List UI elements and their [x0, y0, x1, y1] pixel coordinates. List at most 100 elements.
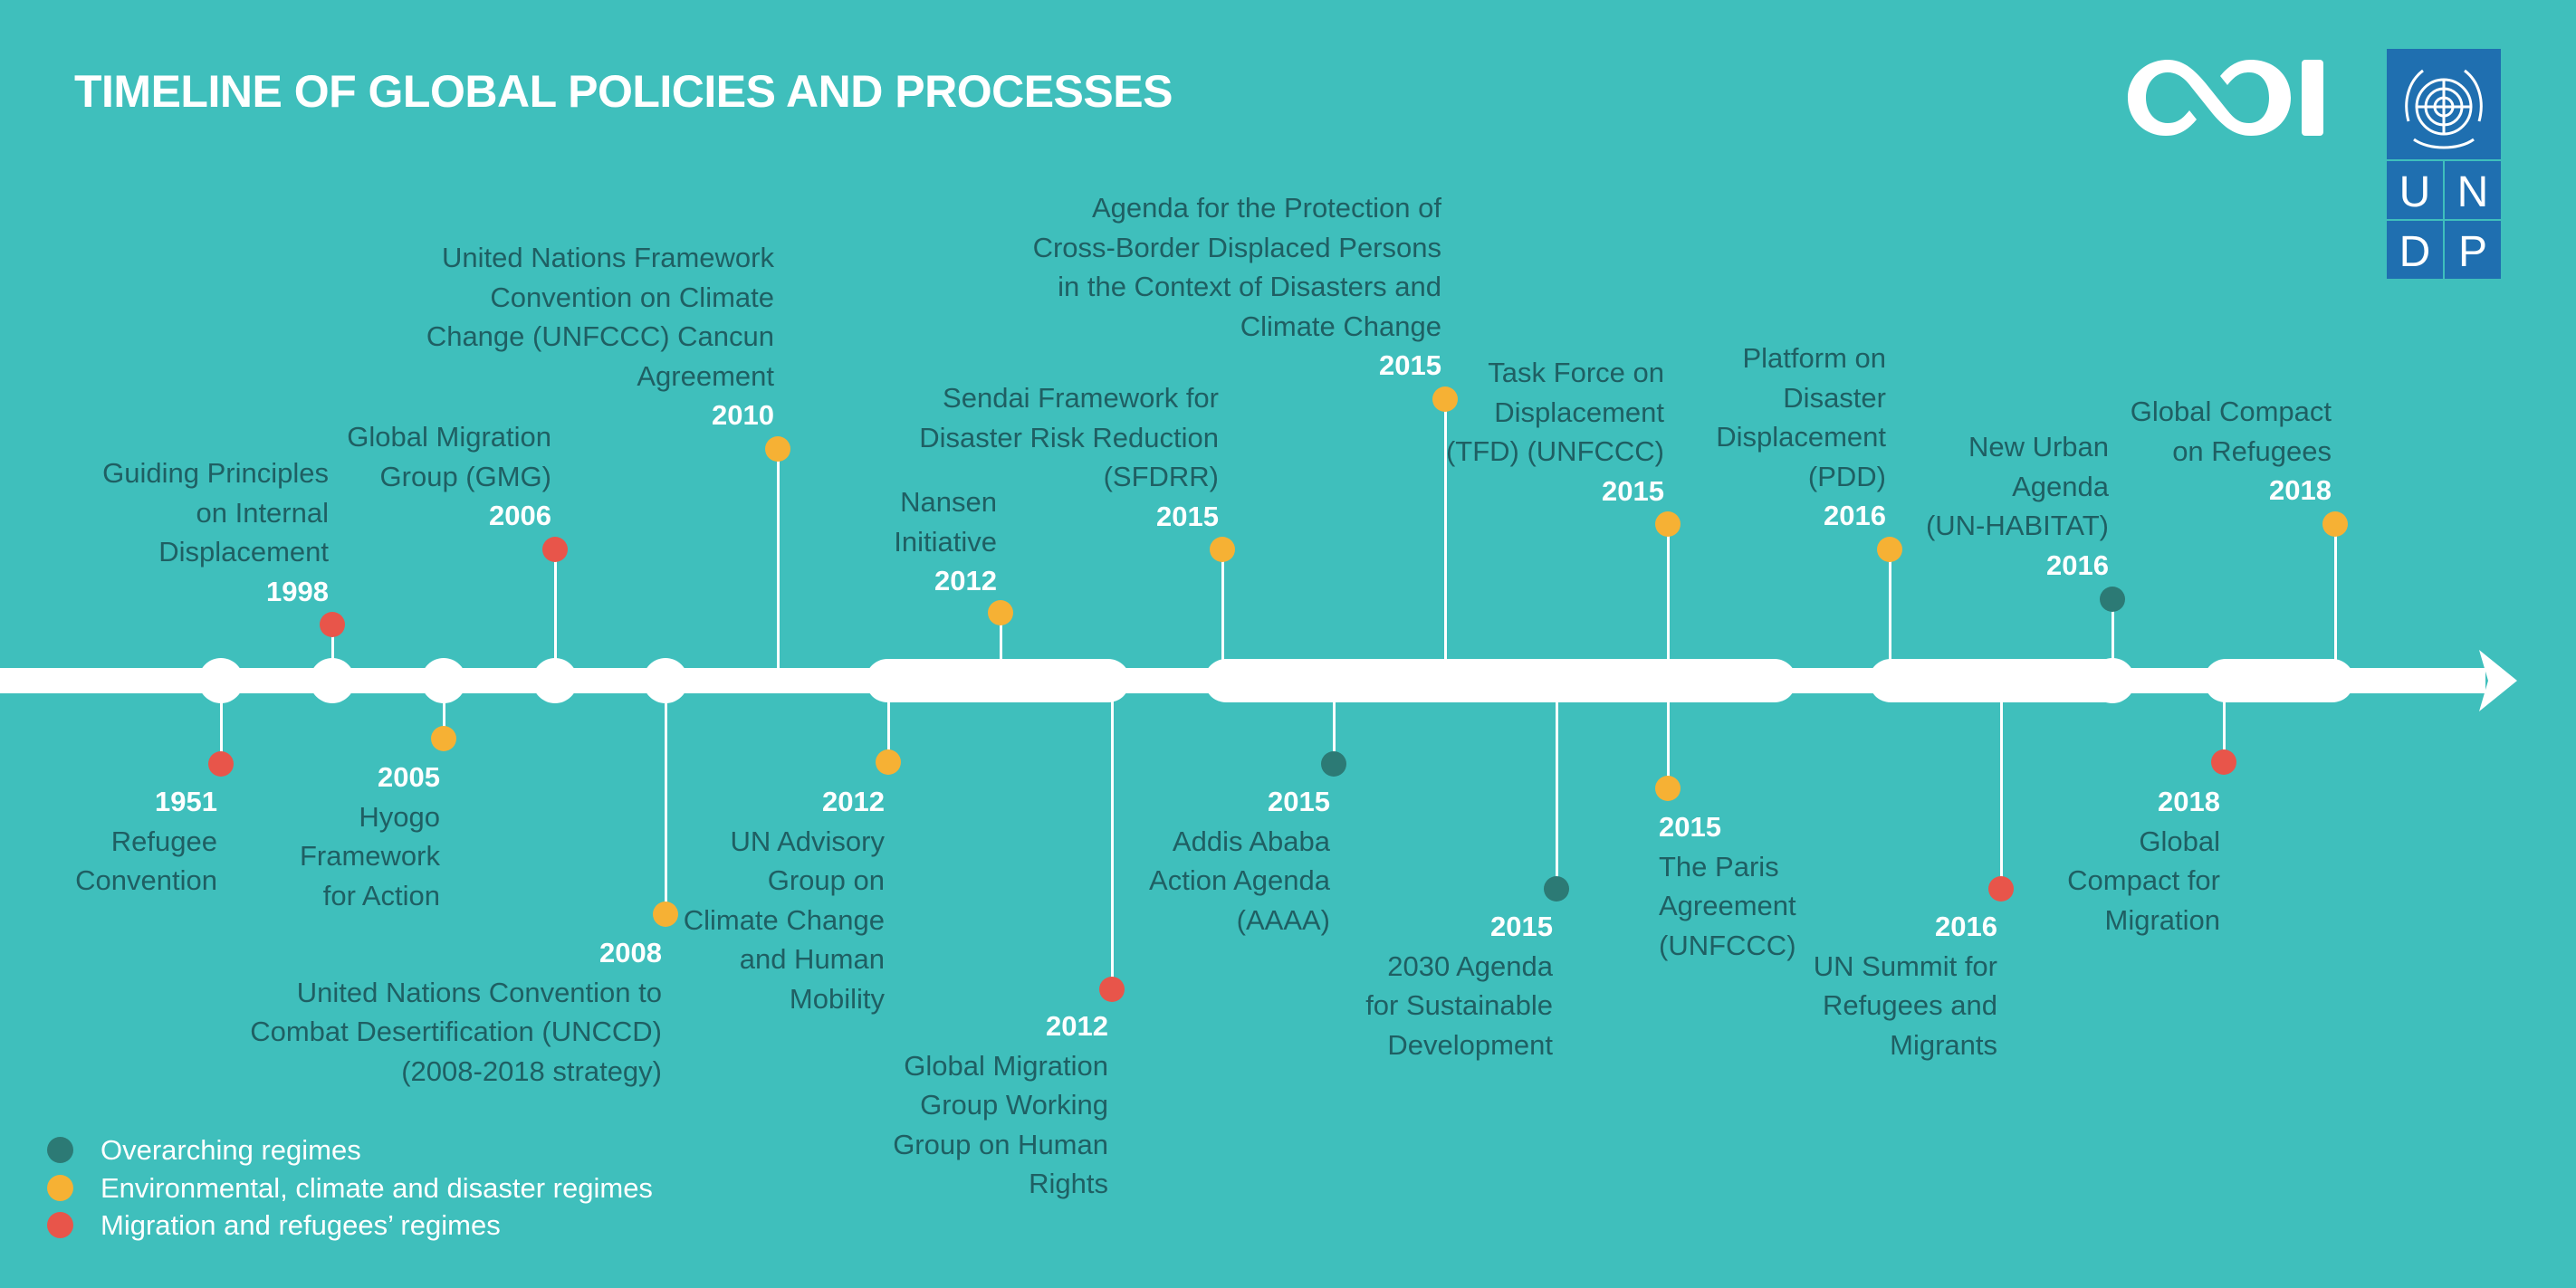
undp-letter-n: N — [2457, 168, 2489, 216]
event-year: 2016 — [1935, 911, 1997, 942]
event-year: 2015 — [1379, 349, 1441, 381]
event-label-global-compact-refugees: Global Compact on Refugees 2018 — [1770, 392, 2332, 510]
event-dot-pdd — [1877, 537, 1902, 562]
event-stem-addis-ababa — [1332, 681, 1336, 764]
undp-logo: U N D P — [2387, 49, 2501, 279]
axis-group-2015 — [1204, 659, 1796, 702]
undp-letter-d: D — [2399, 228, 2431, 276]
event-stem-protection-agenda — [1443, 399, 1447, 681]
event-label-global-migration-group: Global Migration Group (GMG)2006 — [0, 417, 551, 536]
event-stem-guiding-principles — [330, 625, 334, 681]
event-label-new-urban-agenda: New Urban Agenda (UN-HABITAT)2016 — [1547, 427, 2109, 585]
event-dot-task-force-displacement — [1655, 511, 1681, 537]
undp-letter-p: P — [2458, 228, 2487, 276]
legend-label-migration: Migration and refugees’ regimes — [101, 1209, 501, 1241]
timeline-arrowhead — [2479, 650, 2517, 711]
event-text: Hyogo Framework for Action — [299, 800, 440, 911]
event-text: Agenda for the Protection of Cross-Borde… — [1032, 192, 1441, 342]
event-text: Platform on Disaster Displacement (PDD) — [1716, 342, 1886, 492]
event-year: 1951 — [155, 786, 217, 817]
event-dot-global-compact-refugees — [2322, 511, 2348, 537]
event-year: 2012 — [934, 565, 997, 596]
event-dot-un-summit — [1988, 876, 2014, 902]
event-text: Guiding Principles on Internal Displacem… — [102, 457, 329, 568]
event-year: 2015 — [1156, 500, 1219, 532]
event-year: 2015 — [1659, 811, 1721, 843]
event-text: The Paris Agreement (UNFCCC) — [1659, 850, 1796, 961]
odi-logo — [2128, 60, 2323, 136]
event-year: 2006 — [489, 500, 551, 531]
event-dot-unccd — [653, 902, 678, 927]
event-label-protection-agenda: Agenda for the Protection of Cross-Borde… — [880, 188, 1441, 386]
event-label-nansen-initiative: Nansen Initiative 2012 — [436, 482, 997, 601]
event-dot-paris-agreement — [1655, 776, 1681, 801]
event-label-un-advisory-group: 2012 UN Advisory Group on Climate Change … — [323, 782, 885, 1018]
event-text: 2030 Agenda for Sustainable Development — [1365, 949, 1553, 1061]
event-year: 2008 — [599, 937, 662, 968]
legend-dot-overarching — [47, 1137, 73, 1163]
event-dot-global-migration-group — [542, 537, 568, 562]
event-stem-agenda-2030 — [1555, 681, 1558, 889]
event-dot-global-compact-migration — [2211, 749, 2236, 775]
event-dot-refugee-convention — [208, 751, 234, 777]
event-year: 2015 — [1268, 786, 1330, 817]
event-stem-global-compact-refugees — [2333, 524, 2337, 681]
event-text: Global Migration Group Working Group on … — [893, 1049, 1108, 1200]
event-stem-global-compact-migration — [2222, 681, 2226, 762]
event-label-cancun-agreement: United Nations Framework Convention on C… — [213, 238, 774, 435]
event-text: New Urban Agenda (UN-HABITAT) — [1925, 431, 2109, 541]
event-text: Global Compact for Migration — [2067, 825, 2220, 936]
event-dot-addis-ababa — [1321, 751, 1346, 777]
event-stem-global-migration-group — [553, 549, 557, 681]
event-stem-un-summit — [1999, 681, 2003, 889]
event-dot-un-advisory-group — [876, 749, 901, 775]
legend-dot-migration — [47, 1212, 73, 1238]
event-text: United Nations Framework Convention on C… — [426, 242, 774, 392]
legend-dot-environmental — [47, 1174, 73, 1201]
event-text: Task Force on Displacement (TFD) (UNFCCC… — [1445, 357, 1664, 467]
event-dot-cancun-agreement — [765, 436, 790, 462]
event-label-agenda-2030: 2015 2030 Agenda for Sustainable Developm… — [991, 907, 1553, 1064]
axis-group-2018 — [2204, 659, 2354, 702]
event-stem-sendai-framework — [1221, 549, 1224, 681]
event-text: Global Compact on Refugees — [2130, 396, 2332, 467]
event-stem-cancun-agreement — [776, 449, 780, 681]
event-label-sendai-framework: Sendai Framework for Disaster Risk Reduc… — [657, 378, 1219, 536]
event-dot-agenda-2030 — [1544, 876, 1569, 902]
event-stem-pdd — [1888, 549, 1891, 681]
event-text: UN Advisory Group on Climate Change and … — [683, 825, 885, 1015]
legend-label-environmental: Environmental, climate and disaster regi… — [101, 1171, 653, 1204]
event-label-task-force-displacement: Task Force on Displacement (TFD) (UNFCCC… — [1103, 353, 1664, 510]
event-text: Nansen Initiative — [894, 486, 997, 558]
event-year: 2015 — [1602, 474, 1664, 507]
event-stem-nansen-initiative — [999, 613, 1002, 681]
event-year: 1998 — [266, 575, 329, 607]
event-year: 2005 — [378, 761, 440, 793]
event-year: 2015 — [1490, 911, 1553, 942]
legend-label-overarching: Overarching regimes — [101, 1134, 361, 1166]
axis-group-2012 — [866, 659, 1130, 702]
event-text: United Nations Convention to Combat Dese… — [250, 976, 662, 1087]
event-label-pdd: Platform on Disaster Displacement (PDD) 2… — [1325, 339, 1886, 536]
event-text: UN Summit for Refugees and Migrants — [1813, 949, 1997, 1061]
event-year: 2012 — [822, 786, 885, 817]
event-year: 2018 — [2158, 786, 2220, 817]
event-stem-un-advisory-group — [886, 681, 890, 762]
event-year: 2018 — [2269, 474, 2332, 506]
event-dot-guiding-principles — [320, 612, 345, 637]
event-dot-new-urban-agenda — [2100, 587, 2125, 612]
page-title: TIMELINE OF GLOBAL POLICIES AND PROCESSE… — [74, 66, 1173, 117]
event-label-un-summit: 2016 UN Summit for Refugees and Migrants — [1436, 907, 1997, 1064]
event-dot-sendai-framework — [1210, 537, 1235, 562]
event-year: 2012 — [1046, 1010, 1108, 1042]
event-label-guiding-principles: Guiding Principles on Internal Displacem… — [0, 453, 329, 611]
event-stem-task-force-displacement — [1666, 524, 1670, 681]
